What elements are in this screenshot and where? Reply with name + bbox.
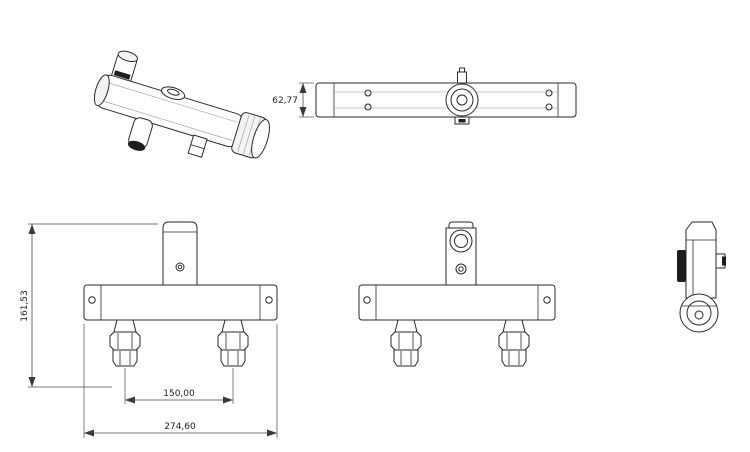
side-temp-knob-hub [694,310,704,320]
rear-screw [543,296,551,304]
rear-view [358,221,556,367]
side-view [677,221,726,333]
iso-top-button-inner [167,88,180,96]
top-diverter-stem [457,71,467,84]
front-left-inlet [109,319,141,367]
front-screw [265,296,273,304]
rear-body [358,284,556,321]
top-diverter-mid [450,88,474,112]
top-screw [364,89,372,97]
side-temp-knob [679,293,719,333]
iso-wall-fitting [187,134,208,158]
top-screw [545,103,553,111]
side-wall-nub-end [722,256,726,266]
side-body [685,221,717,299]
front-right-inlet [217,319,249,367]
rear-screw [363,296,371,304]
riser-screw-inner [177,264,183,270]
riser-screw [175,262,185,272]
isometric-view [93,50,270,159]
top-screw [364,103,372,111]
front-body [83,284,278,321]
iso-knob-endcap [251,118,270,159]
top-spout-opening [458,119,466,123]
knob-ridge [242,116,256,155]
rear-right-inlet [498,319,530,367]
front-view: 161,53 150,00 274,60 [20,221,278,438]
top-screw [545,89,553,97]
knob-ridge [237,115,250,152]
rear-left-inlet [390,319,422,367]
rear-shower-outlet [449,229,473,253]
rear-screw-inner [458,266,464,272]
dim-label-top-depth: 62,77 [272,96,298,106]
dim-label-overall-width: 274,60 [164,422,196,432]
front-riser-column [162,221,198,286]
rear-screw [455,263,467,275]
iso-handle-dark-band [113,70,131,80]
rear-shower-outlet-inner [454,234,468,248]
fitting-seam [190,144,205,150]
iso-spout-opening [127,140,146,151]
iso-left-endcap [93,74,110,107]
side-lever-handle [677,250,686,282]
top-view: 62,77 [272,67,577,125]
dim-label-front-height: 161,53 [20,290,30,322]
dim-label-inlet-spacing: 150,00 [163,389,195,399]
iso-shadow [103,100,232,141]
top-diverter-inner [456,94,468,106]
front-screw [88,296,96,304]
iso-highlight [109,82,238,123]
side-temp-knob-inner [686,300,712,326]
iso-diverter-handle-top [117,50,139,63]
